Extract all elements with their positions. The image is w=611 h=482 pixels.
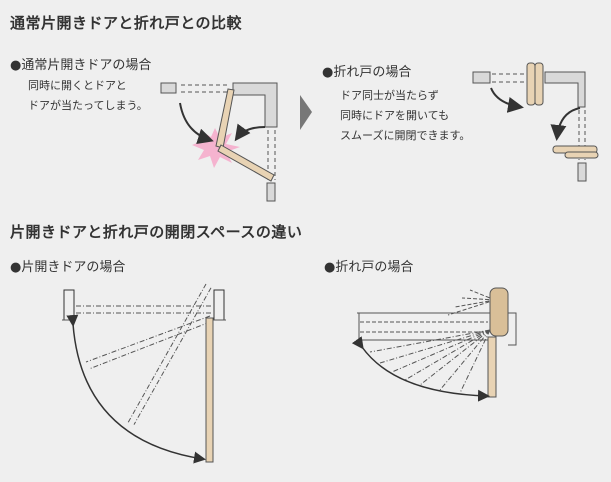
arrow-right-icon	[300, 95, 312, 130]
swing-door-space-diagram	[62, 283, 226, 464]
folding-door-diagram	[472, 62, 599, 182]
description-line: 同時に開くとドアと	[28, 79, 127, 92]
heading-swing-door-space: ●片開きドアの場合	[10, 260, 126, 275]
heading-folding-door: ●折れ戸の場合	[322, 65, 412, 80]
heading-swing-door: ●通常片開きドアの場合	[10, 58, 152, 73]
description-line: スムーズに開閉できます。	[340, 129, 471, 142]
description-line: ドア同士が当たらず	[340, 89, 439, 102]
swing-door-collision-diagram	[160, 82, 278, 202]
folding-door-space-diagram	[351, 287, 517, 402]
description-line: 同時にドアを開いても	[340, 109, 450, 122]
section-title-comparison: 通常片開きドアと折れ戸との比較	[10, 14, 243, 32]
heading-folding-door-space: ●折れ戸の場合	[324, 260, 414, 275]
description-line: ドアが当たってしまう。	[28, 99, 148, 112]
section-title-space: 片開きドアと折れ戸の開閉スペースの違い	[10, 223, 303, 241]
